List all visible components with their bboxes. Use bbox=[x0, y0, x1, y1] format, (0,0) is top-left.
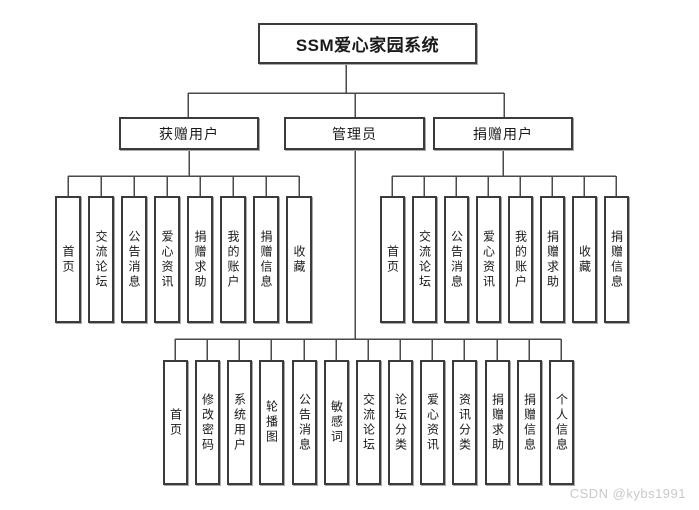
leaf-node-donor-news: 爱心资讯 bbox=[476, 196, 501, 323]
leaf-node-admin-notice: 公告消息 bbox=[292, 360, 317, 485]
leaf-node-admin-news-category: 资讯分类 bbox=[452, 360, 477, 485]
admin-stub-lines bbox=[174, 339, 562, 360]
leaf-node-admin-personal-info: 个人信息 bbox=[549, 360, 574, 485]
leaf-node-admin-carousel: 轮播图 bbox=[259, 360, 284, 485]
leaf-node-received-donation-info: 捐赠信息 bbox=[253, 196, 279, 323]
leaf-node-admin-help: 捐赠求助 bbox=[485, 360, 510, 485]
branch-node-admin: 管理员 bbox=[284, 117, 425, 150]
csdn-watermark: CSDN @kybs1991 bbox=[569, 486, 686, 501]
leaf-node-admin-news: 爱心资讯 bbox=[420, 360, 445, 485]
leaf-node-received-news: 爱心资讯 bbox=[154, 196, 180, 323]
leaf-node-received-notice: 公告消息 bbox=[121, 196, 147, 323]
branch-node-donor-user: 捐赠用户 bbox=[433, 117, 573, 150]
branch-node-received-user: 获赠用户 bbox=[119, 117, 259, 150]
leaf-node-donor-home: 首页 bbox=[380, 196, 405, 323]
leaf-node-received-home: 首页 bbox=[55, 196, 81, 323]
leaf-node-donor-donation-info: 捐赠信息 bbox=[604, 196, 629, 323]
leaf-node-admin-forum-category: 论坛分类 bbox=[388, 360, 413, 485]
donor-stub-lines bbox=[391, 176, 617, 196]
leaf-node-donor-account: 我的账户 bbox=[508, 196, 533, 323]
leaf-node-admin-donation-info: 捐赠信息 bbox=[517, 360, 542, 485]
leaf-node-received-forum: 交流论坛 bbox=[88, 196, 114, 323]
leaf-node-donor-notice: 公告消息 bbox=[444, 196, 469, 323]
leaf-node-received-favorites: 收藏 bbox=[286, 196, 312, 323]
leaf-node-donor-help: 捐赠求助 bbox=[540, 196, 565, 323]
leaf-node-admin-home: 首页 bbox=[163, 360, 188, 485]
leaf-node-admin-sensitive-words: 敏感词 bbox=[324, 360, 349, 485]
leaf-node-admin-system-users: 系统用户 bbox=[227, 360, 252, 485]
received-stub-lines bbox=[67, 176, 300, 196]
level2-drop-lines bbox=[187, 93, 505, 117]
leaf-node-received-account: 我的账户 bbox=[220, 196, 246, 323]
leaf-node-donor-favorites: 收藏 bbox=[572, 196, 597, 323]
leaf-node-donor-forum: 交流论坛 bbox=[412, 196, 437, 323]
leaf-node-admin-change-password: 修改密码 bbox=[195, 360, 220, 485]
leaf-node-admin-forum: 交流论坛 bbox=[356, 360, 381, 485]
root-node-system-title: SSM爱心家园系统 bbox=[258, 23, 477, 64]
leaf-node-received-help: 捐赠求助 bbox=[187, 196, 213, 323]
